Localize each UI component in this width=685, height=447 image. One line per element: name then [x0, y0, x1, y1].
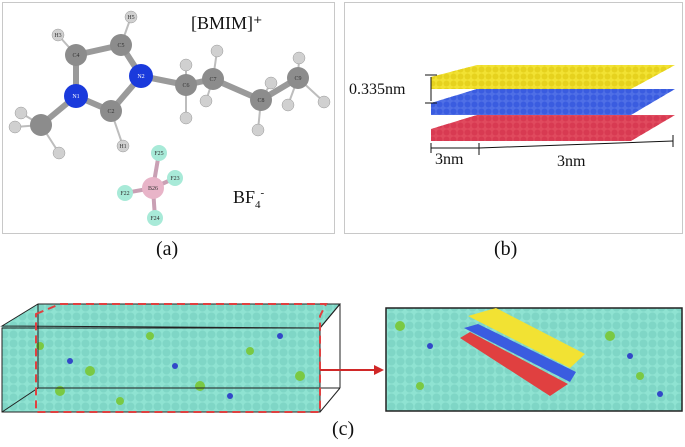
atom-label: F22: [120, 191, 129, 197]
atom-label: H5: [127, 15, 134, 21]
atom-label: C5: [117, 43, 124, 49]
caption-b: (b): [494, 238, 518, 260]
panel-c-simulation: [0, 303, 683, 413]
bf4-anion-label: BF4-: [233, 187, 265, 211]
atom-label: H1: [119, 144, 126, 150]
bmim-cation-label: [BMIM]⁺: [191, 13, 263, 33]
atom-label: F24: [150, 216, 159, 222]
caption-a: (a): [156, 238, 179, 260]
atom-label: C6: [182, 83, 189, 89]
md-simulation-box-right: [385, 307, 683, 412]
panel-b-frame: 0.335nm 3nm 3nm: [344, 2, 683, 234]
graphene-sheet-bottom: [460, 332, 568, 396]
caption-c: (c): [332, 418, 355, 440]
graphene-sheet-top: [468, 308, 585, 368]
atom-label: F23: [170, 176, 179, 182]
md-simulation-box-left: [2, 304, 340, 412]
graphene-length-label: 3nm: [557, 153, 586, 170]
atom-label: C8: [257, 98, 264, 104]
atom-label: C4: [72, 53, 79, 59]
atom-label: N2: [137, 74, 144, 80]
atom-label: C2: [107, 109, 114, 115]
bmim-bf4-molecule: H3 C4 C5 H5 H1 N1 N2 C2 C6 C7 C8 C9 B26 …: [8, 10, 331, 226]
atom-label: N1: [72, 94, 79, 100]
interlayer-spacing-label: 0.335nm: [349, 81, 406, 98]
graphene-layers-diagram: 0.335nm 3nm 3nm: [349, 65, 675, 170]
atom-label: F25: [154, 151, 163, 157]
highlight-region-box: [35, 303, 328, 413]
atom-label: H3: [54, 33, 61, 39]
panel-a-frame: H3 C4 C5 H5 H1 N1 N2 C2 C6 C7 C8 C9 B26 …: [2, 2, 335, 234]
graphene-sheet-middle: [464, 324, 576, 382]
atom-label: C9: [294, 76, 301, 82]
graphene-width-label: 3nm: [435, 151, 464, 168]
atom-label: B26: [148, 186, 158, 192]
atom-label: C7: [209, 77, 216, 83]
